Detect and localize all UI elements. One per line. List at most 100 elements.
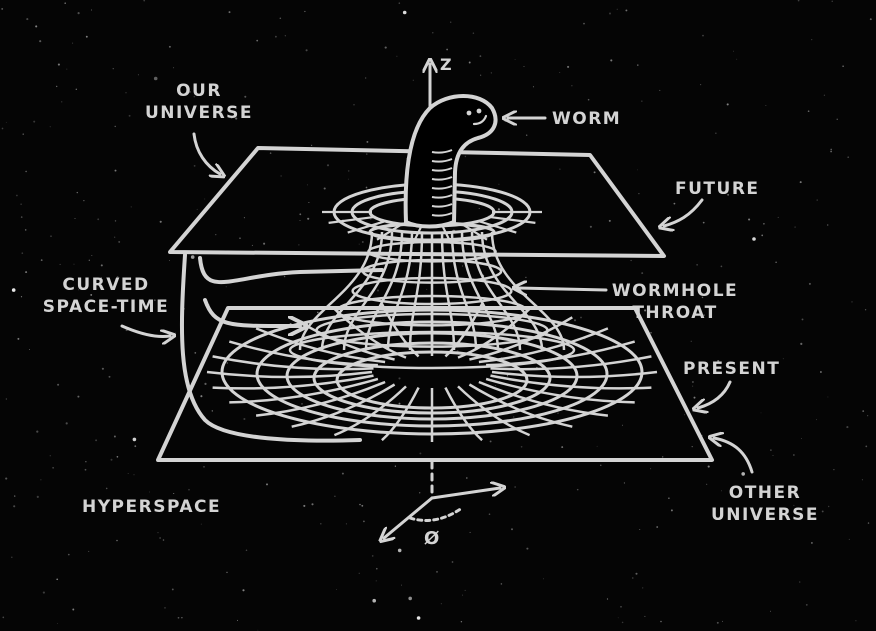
lower-funnel-radial [333,385,407,437]
upper-funnel-radial [328,215,376,224]
star [168,45,171,48]
star [114,220,117,222]
star [616,8,618,10]
star [303,504,306,507]
star [436,571,438,573]
star [717,359,720,363]
star [514,58,516,60]
upper-funnel-radial [441,225,453,244]
arrow-curved-space-time [120,324,170,337]
star [116,455,119,458]
star [57,623,58,624]
star [608,219,611,222]
lower-funnel-radial [255,327,386,364]
star [394,465,397,467]
star [827,396,829,398]
star [819,371,822,373]
star [36,495,39,498]
star [370,218,372,220]
star [242,589,245,592]
star [347,170,350,172]
star [365,77,367,79]
star [650,468,652,470]
star [775,261,777,264]
star [157,532,159,534]
star [5,121,7,123]
star [842,65,844,67]
star [275,35,277,38]
star [200,523,202,525]
star [77,12,80,15]
star [301,403,303,405]
star [469,531,471,533]
angle-axes [384,488,500,538]
star [40,479,42,481]
star [306,184,308,186]
star [228,11,231,14]
star [25,271,28,274]
curved-space-time-tube-arrow-line [203,298,300,326]
star [105,487,108,490]
star [212,104,213,106]
star [39,40,42,43]
star [793,504,795,506]
star [65,422,68,425]
star [171,588,174,591]
star [702,221,705,224]
star [573,319,577,322]
star [77,395,80,398]
star [365,186,368,189]
star [11,556,13,559]
lower-funnel-radial [469,316,573,361]
star [401,584,403,586]
worm-ring [431,194,453,199]
star [727,193,730,196]
lower-funnel-radial [255,380,386,417]
star [489,440,492,443]
star [133,474,135,476]
star [194,352,197,354]
star [494,385,496,386]
star [639,528,641,531]
star [862,410,865,412]
lower-funnel-radial [478,327,609,364]
star [196,208,198,210]
star [656,526,659,528]
star [559,71,561,74]
star [700,84,702,86]
star [810,541,813,544]
star [137,74,139,76]
star [761,234,764,237]
star [831,0,833,2]
star [763,222,765,225]
star [72,42,74,44]
lower-funnel-radial [206,370,373,379]
star [22,133,24,135]
star [307,217,310,220]
star [623,482,625,484]
lower-funnel-radial [478,380,609,417]
star [21,252,24,254]
star [118,240,121,243]
star [794,226,796,228]
star [243,417,246,421]
label-phi: Ø [424,528,441,549]
star [97,218,100,221]
star [173,492,175,495]
worm-ring [431,167,453,172]
star [181,617,183,619]
star [726,103,729,106]
star [280,175,282,177]
star [752,237,756,241]
star [823,94,826,96]
star [211,410,213,412]
star [190,255,195,259]
star [188,90,191,93]
star [20,203,22,205]
star [478,207,480,210]
star [85,461,87,463]
star [73,263,75,265]
star [432,32,434,34]
star [830,148,833,151]
